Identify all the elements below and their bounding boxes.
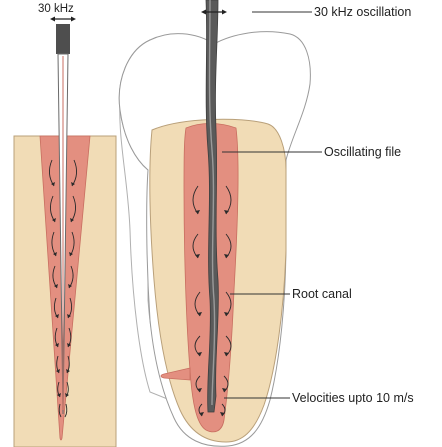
oscillation-label: 30 kHz oscillation <box>314 5 411 19</box>
left-file-handle <box>56 24 70 54</box>
oscillating-file-label: Oscillating file <box>324 145 401 159</box>
left-frequency-label: 30 kHz <box>38 3 74 15</box>
velocities-label: Velocities upto 10 m/s <box>292 391 414 405</box>
left-panel: 30 kHz <box>14 3 116 447</box>
right-panel <box>119 0 310 446</box>
double-arrow-horizontal-icon <box>50 17 76 22</box>
root-canal-label: Root canal <box>292 287 352 301</box>
